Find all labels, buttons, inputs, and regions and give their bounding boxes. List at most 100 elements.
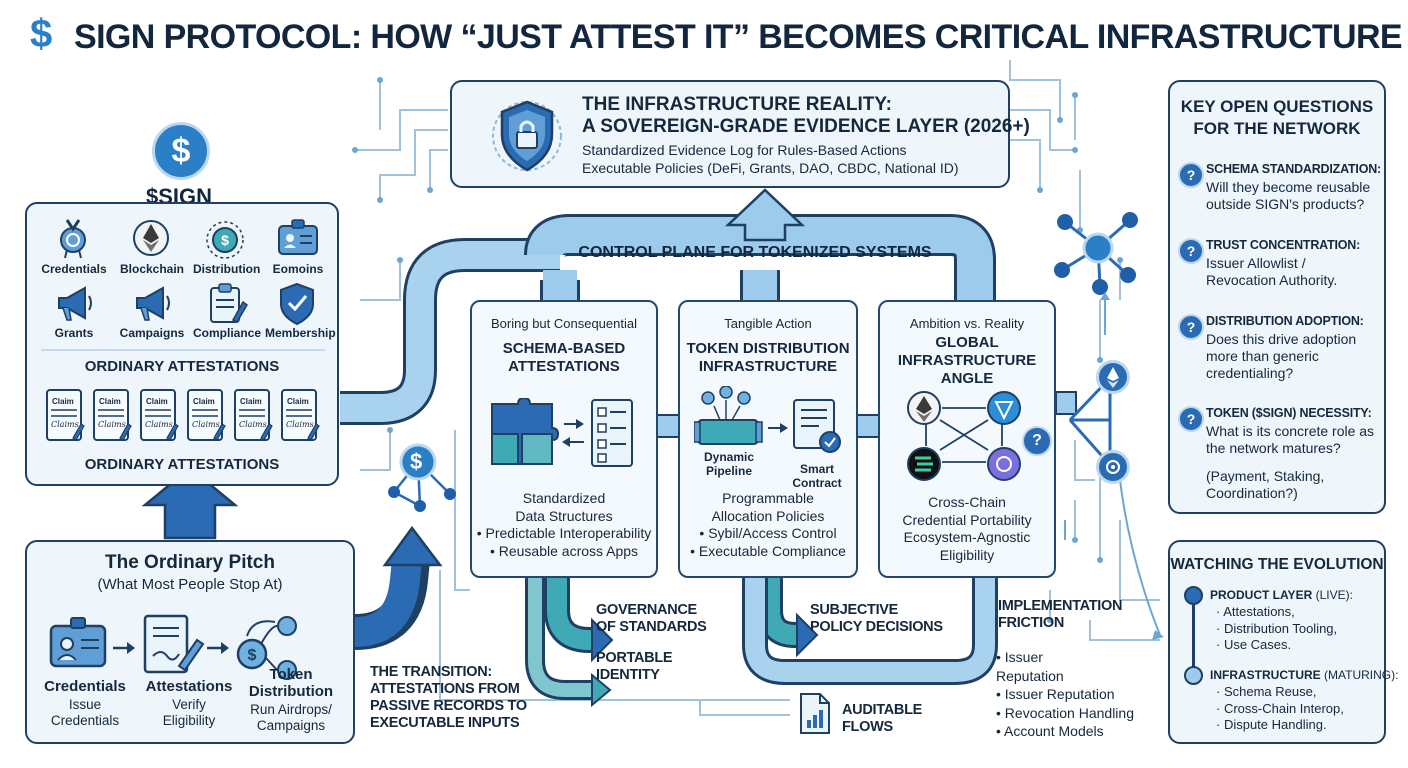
claim-signature: Claims xyxy=(192,420,220,429)
evolution-item: · Attestations, xyxy=(1216,604,1295,619)
timeline-line xyxy=(1192,594,1195,674)
evolution-title: WATCHING THE EVOLUTION xyxy=(1170,556,1384,573)
transition-text: THE TRANSITION: ATTESTATIONS FROM PASSIV… xyxy=(370,664,527,731)
sign-token-icon: $ xyxy=(152,122,210,180)
pipeline-label: Dynamic Pipeline xyxy=(703,450,755,478)
portable-identity-label: PORTABLE IDENTITY xyxy=(596,650,673,683)
pitch-step-desc: Verify Eligibility xyxy=(162,697,216,728)
pillar-title: TOKEN DISTRIBUTION INFRASTRUCTURE xyxy=(686,340,850,375)
claim-signature: Claims xyxy=(145,420,173,429)
question-body: Will they become reusable outside SIGN's… xyxy=(1206,179,1371,212)
use-case-grants: Grants xyxy=(41,280,107,340)
claim-label: Claim xyxy=(52,397,74,406)
security-shield-icon xyxy=(492,100,562,172)
use-case-compliance: Compliance xyxy=(193,280,261,340)
pillar-body: Programmable Allocation Policies • Sybil… xyxy=(680,490,856,560)
question-body: What is its concrete role as the network… xyxy=(1206,423,1375,456)
friction-item: • Issuer Reputation xyxy=(996,649,1064,684)
question-title: SCHEMA STANDARDIZATION: xyxy=(1206,162,1382,176)
pillar-body-line: • Sybil/Access Control xyxy=(699,525,837,541)
infrastructure-layer-items: · Schema Reuse, · Cross-Chain Interop, ·… xyxy=(1216,684,1344,734)
question-icon: ? xyxy=(1178,162,1204,188)
subjective-policy-label: SUBJECTIVE POLICY DECISIONS xyxy=(810,602,943,635)
pillar-body-line: • Reusable across Apps xyxy=(489,542,639,559)
header: $ SIGN PROTOCOL: HOW “JUST ATTEST IT” BE… xyxy=(28,12,1403,62)
use-case-label: Eomoins xyxy=(272,262,324,276)
timeline-dot-product xyxy=(1184,586,1203,605)
pillar-token-distribution: Tangible Action TOKEN DISTRIBUTION INFRA… xyxy=(678,300,858,578)
evolution-item: · Use Cases. xyxy=(1216,637,1292,652)
infrastructure-layer-heading: INFRASTRUCTURE (MATURING): xyxy=(1210,668,1398,682)
coin-network-icon: $ xyxy=(206,221,244,259)
friction-item: • Account Models xyxy=(996,723,1104,739)
pipeline-contract-icon xyxy=(694,386,841,453)
pitch-step-desc: Run Airdrops/ Campaigns xyxy=(250,702,332,733)
question-title: TRUST CONCENTRATION: xyxy=(1206,238,1361,252)
infrastructure-panel: THE INFRASTRUCTURE REALITY: A SOVEREIGN-… xyxy=(450,80,1030,188)
open-questions-title: KEY OPEN QUESTIONS FOR THE NETWORK xyxy=(1180,97,1374,138)
transition-node: $ xyxy=(380,440,470,520)
infrastructure-layer-status: (MATURING): xyxy=(1324,668,1399,682)
pillar-body-line: Allocation Policies xyxy=(711,507,825,524)
claim-signature: Claims xyxy=(51,420,79,429)
use-case-label: Membership xyxy=(265,326,336,340)
use-case-blockchain: Blockchain xyxy=(119,216,185,276)
ethereum-icon xyxy=(133,220,169,256)
pitch-step-title: Credentials xyxy=(44,678,126,695)
infrastructure-title-1: THE INFRASTRUCTURE REALITY: xyxy=(582,94,892,115)
divider xyxy=(41,349,325,351)
pillar-body: Cross-Chain Credential Portability Ecosy… xyxy=(880,494,1054,564)
claim-label: Claim xyxy=(240,397,262,406)
pillar-kicker: Boring but Consequential xyxy=(491,316,637,331)
pillar-body-line: Eligibility xyxy=(939,546,995,563)
ethereum-node-icon xyxy=(1096,360,1130,394)
dollar-icon: $ xyxy=(30,12,53,56)
pillar-body-line: Programmable xyxy=(722,490,814,506)
use-case-credentials: Credentials xyxy=(41,216,107,276)
shield-check-icon xyxy=(280,282,314,326)
question-icon: ? xyxy=(1178,314,1204,340)
page-title: SIGN PROTOCOL: HOW “JUST ATTEST IT” BECO… xyxy=(74,18,1403,56)
use-case-distribution: $Distribution xyxy=(193,216,260,276)
auditable-flows-label: AUDITABLE FLOWS xyxy=(842,702,922,735)
governance-label: GOVERNANCE OF STANDARDS xyxy=(596,602,707,635)
friction-list: • Issuer Reputation • Issuer Reputation … xyxy=(996,648,1134,741)
questions-note: (Payment, Staking, Coordination?) xyxy=(1206,468,1325,501)
ordinary-pitch-title: The Ordinary Pitch xyxy=(105,552,275,573)
question-body: Issuer Allowlist / Revocation Authority. xyxy=(1206,255,1338,288)
friction-title: IMPLEMENTATION FRICTION xyxy=(998,598,1123,631)
open-questions-panel: KEY OPEN QUESTIONS FOR THE NETWORK ?SCHE… xyxy=(1168,80,1386,514)
pitch-step-title: Attestations xyxy=(145,678,233,695)
friction-item: • Issuer Reputation xyxy=(996,686,1115,702)
cross-chain-icon xyxy=(907,391,1021,481)
transition-dollar-icon: $ xyxy=(410,449,423,474)
evolution-item: · Schema Reuse, xyxy=(1216,684,1317,699)
question-icon: ? xyxy=(1178,406,1204,432)
pillar-body-line: • Executable Compliance xyxy=(690,542,846,559)
infrastructure-layer-title: INFRASTRUCTURE xyxy=(1210,668,1321,682)
puzzle-schema-icon xyxy=(491,398,633,467)
evolution-item: · Distribution Tooling, xyxy=(1216,620,1338,636)
pillar-body-line: Standardized xyxy=(522,490,606,506)
pillar-body-line: Cross-Chain xyxy=(928,494,1006,510)
use-case-label: Campaigns xyxy=(119,326,185,340)
pillar-title: GLOBAL INFRASTRUCTURE ANGLE xyxy=(897,334,1037,387)
attestation-document-icon xyxy=(143,614,205,674)
claim-signature: Claims xyxy=(98,420,126,429)
claim-label: Claim xyxy=(99,397,121,406)
pillar-kicker: Tangible Action xyxy=(724,316,812,331)
ordinary-attestations-heading: ORDINARY ATTESTATIONS xyxy=(84,358,280,375)
evolution-item: · Cross-Chain Interop, xyxy=(1216,700,1344,716)
evolution-panel: WATCHING THE EVOLUTION PRODUCT LAYER (LI… xyxy=(1168,540,1398,744)
token-distribution-icon: $ xyxy=(236,616,297,680)
svg-text:$: $ xyxy=(248,647,257,664)
question-icon: ? xyxy=(1022,426,1052,456)
claim-label: Claim xyxy=(146,397,168,406)
svg-text:$: $ xyxy=(221,232,229,248)
